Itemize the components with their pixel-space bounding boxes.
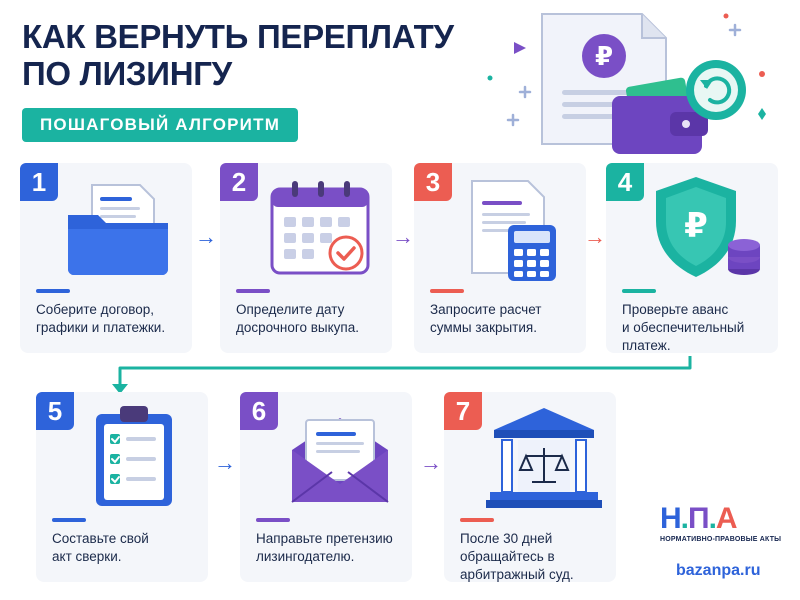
hero-currency-symbol: ₽ <box>595 42 613 72</box>
page-title-line-2: ПО ЛИЗИНГУ <box>22 55 232 92</box>
step-number: 4 <box>606 163 644 201</box>
subtitle-badge: ПОШАГОВЫЙ АЛГОРИТМ <box>22 108 299 142</box>
arrow-step-3-4: → <box>584 224 606 249</box>
step-description: Проверьте аванс и обеспечительный платеж… <box>622 301 772 355</box>
sparkle-icon <box>487 13 766 127</box>
step-card-1: 1 Соберите договор, графики и платежки. <box>20 163 192 353</box>
wallet-icon <box>612 77 708 154</box>
step-card-6: 6 Направьте претензию лизингодателю. <box>240 392 412 582</box>
step-card-2: 2 Определите дату досрочного выкупа. <box>220 163 392 353</box>
step-underline <box>430 289 464 293</box>
calendar-check-icon <box>270 181 370 275</box>
step-text-line: суммы закрытия. <box>430 320 537 335</box>
row-connector-arrow <box>112 356 692 394</box>
step-description: Определите дату досрочного выкупа. <box>236 301 386 337</box>
logo-caption: НОРМАТИВНО-ПРАВОВЫЕ АКТЫ <box>660 536 782 543</box>
shield-currency-symbol: ₽ <box>684 206 708 246</box>
step-text-line: Запросите расчет <box>430 302 542 317</box>
step-number: 5 <box>36 392 74 430</box>
step-card-4: 4 ₽ Проверьте аванс и обеспечительный пл… <box>606 163 778 353</box>
logo-mark: Н.П.А <box>660 502 738 535</box>
step-text-line: арбитражный суд. <box>460 567 574 582</box>
shield-ruble-icon: ₽ <box>656 177 760 277</box>
refund-arrow-icon <box>686 60 746 120</box>
step-number: 7 <box>444 392 482 430</box>
calculator-document-icon <box>471 180 556 281</box>
arrow-step-2-3: → <box>392 224 414 249</box>
step-underline <box>460 518 494 522</box>
npa-logo: Н.П.А НОРМАТИВНО-ПРАВОВЫЕ АКТЫ <box>660 502 782 552</box>
step-text-line: обращайтесь в <box>460 549 555 564</box>
step-text-line: Соберите договор, <box>36 302 154 317</box>
step-number: 2 <box>220 163 258 201</box>
step-card-3: 3 Запросите расчет суммы закрытия. <box>414 163 586 353</box>
clipboard-checklist-icon <box>96 406 172 506</box>
step-card-5: 5 Составьте свой акт сверки. <box>36 392 208 582</box>
step-text-line: Проверьте аванс <box>622 302 729 317</box>
step-text-line: досрочного выкупа. <box>236 320 359 335</box>
step-underline <box>256 518 290 522</box>
court-building-icon <box>486 408 602 508</box>
step-text-line: Определите дату <box>236 302 345 317</box>
page-title-line-1: КАК ВЕРНУТЬ ПЕРЕПЛАТУ <box>22 18 454 55</box>
step-text-line: графики и платежки. <box>36 320 166 335</box>
step-text-line: и обеспечительный <box>622 320 745 335</box>
step-description: Соберите договор, графики и платежки. <box>36 301 186 337</box>
step-text-line: Направьте претензию <box>256 531 393 546</box>
step-text-line: После 30 дней <box>460 531 553 546</box>
step-underline <box>52 518 86 522</box>
step-text-line: платеж. <box>622 338 671 353</box>
hero-illustration: ₽ <box>487 13 766 154</box>
step-number: 3 <box>414 163 452 201</box>
envelope-letter-icon <box>291 418 389 503</box>
arrow-step-1-2: → <box>195 224 217 249</box>
arrow-step-5-6: → <box>214 450 236 475</box>
step-description: После 30 дней обращайтесь в арбитражный … <box>460 530 610 584</box>
website-link[interactable]: bazanpa.ru <box>676 562 761 579</box>
page-title: КАК ВЕРНУТЬ ПЕРЕПЛАТУ ПО ЛИЗИНГУ <box>22 18 502 92</box>
step-description: Запросите расчет суммы закрытия. <box>430 301 580 337</box>
step-description: Составьте свой акт сверки. <box>52 530 202 566</box>
step-text-line: Составьте свой <box>52 531 149 546</box>
step-underline <box>36 289 70 293</box>
step-card-7: 7 После 30 дней обращайтесь в арбитражны… <box>444 392 616 582</box>
arrow-step-6-7: → <box>420 450 442 475</box>
step-description: Направьте претензию лизингодателю. <box>256 530 406 566</box>
scales-icon <box>518 448 570 483</box>
step-underline <box>236 289 270 293</box>
step-number: 1 <box>20 163 58 201</box>
step-text-line: акт сверки. <box>52 549 122 564</box>
step-underline <box>622 289 656 293</box>
folder-documents-icon <box>68 184 168 275</box>
step-text-line: лизингодателю. <box>256 549 355 564</box>
coin-stack <box>728 239 760 275</box>
step-number: 6 <box>240 392 278 430</box>
